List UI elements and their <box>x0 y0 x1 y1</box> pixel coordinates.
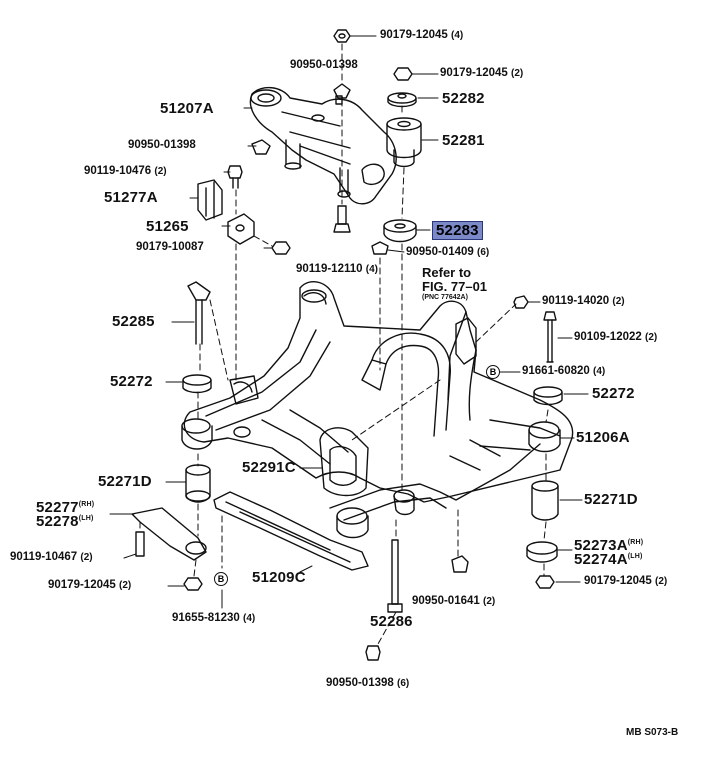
bushing-52271D-left-icon <box>185 464 211 503</box>
nut-90950-01641-icon <box>451 555 469 573</box>
stopper-52285-icon <box>187 281 211 345</box>
label-52277: 52277(RH) <box>36 499 95 516</box>
marker-b-lower-icon: B <box>214 572 228 586</box>
label-90179-12045-bottom-right: 90179-12045 (2) <box>584 575 668 587</box>
label-90119-10476: 90119-10476 (2) <box>84 165 167 177</box>
label-90119-12110: 90119-12110 (4) <box>296 263 378 275</box>
label-51265: 51265 <box>146 218 189 235</box>
refer-line3: (PNC 77642A) <box>422 294 468 301</box>
label-52282: 52282 <box>442 90 485 107</box>
brace-52277-icon <box>131 507 207 561</box>
nut-90950-01409-icon <box>371 241 389 255</box>
label-52278: 52278(LH) <box>36 513 94 530</box>
label-51206A: 51206A <box>576 429 630 446</box>
label-90119-14020: 90119-14020 (2) <box>542 295 625 307</box>
label-51209C: 51209C <box>252 569 306 586</box>
nut-90950-01398-b-icon <box>365 645 381 661</box>
label-90950-01398-top: 90950-01398 <box>290 59 358 71</box>
label-52285: 52285 <box>112 313 155 330</box>
plate-52291C-icon <box>319 427 369 497</box>
label-52272-right: 52272 <box>592 385 635 402</box>
bolt-90109-12022-icon <box>543 311 557 363</box>
bushing-52281-icon <box>386 117 422 168</box>
nut-90179-12045-bl-icon <box>183 577 203 591</box>
bracket-77642A-icon <box>455 317 477 365</box>
label-52272-left: 52272 <box>110 373 153 390</box>
label-52291C: 52291C <box>242 459 296 476</box>
label-52273A: 52273A(RH) <box>574 537 644 554</box>
refer-line2: FIG. 77–01 <box>422 279 488 294</box>
stopper-52283-icon <box>383 219 417 243</box>
bolt-90119-10467-icon <box>135 531 145 557</box>
label-90950-01409: 90950-01409 (6) <box>406 246 490 258</box>
main-crossmember-frame <box>181 280 574 539</box>
nut-right-icon <box>393 67 413 81</box>
label-52281: 52281 <box>442 132 485 149</box>
label-51277A: 51277A <box>104 189 158 206</box>
bolt-90119-14020-icon <box>513 295 529 309</box>
washer-top-icon <box>333 83 351 99</box>
washer-52272-left-icon <box>182 374 212 394</box>
stopper-52282-icon <box>387 92 417 108</box>
brace-51209C-icon <box>213 491 369 571</box>
stopper-52273A-icon <box>526 541 558 563</box>
refer-note: Refer to FIG. 77–01 (PNC 77642A) <box>422 266 487 301</box>
refer-line1: Refer to <box>422 265 472 280</box>
label-90179-10087: 90179-10087 <box>136 241 204 253</box>
label-51207A: 51207A <box>160 100 214 117</box>
bracket-51277A-icon <box>197 179 223 221</box>
bolt-90119-10476-icon <box>227 165 243 189</box>
nut-90179-12045-br-icon <box>535 575 555 589</box>
label-90179-12045-right: 90179-12045 (2) <box>440 67 524 79</box>
upper-crossmember-51207A <box>249 87 397 205</box>
label-90950-01398-left: 90950-01398 <box>128 139 196 151</box>
label-90950-01641: 90950-01641 (2) <box>412 595 496 607</box>
label-90179-12045-top: 90179-12045 (4) <box>380 29 464 41</box>
washer-52272-right-icon <box>533 386 563 406</box>
label-52286: 52286 <box>370 613 413 630</box>
figure-code: MB S073-B <box>626 727 679 738</box>
label-52271D-left: 52271D <box>98 473 152 490</box>
label-91655-81230: 91655-81230 (4) <box>172 612 256 624</box>
label-52271D-right: 52271D <box>584 491 638 508</box>
nut-top-icon <box>333 29 351 43</box>
label-90119-10467: 90119-10467 (2) <box>10 551 93 563</box>
washer-left-icon <box>251 139 271 155</box>
bushing-52271D-right-icon <box>531 480 559 521</box>
label-52283-highlighted[interactable]: 52283 <box>432 221 483 240</box>
label-90109-12022: 90109-12022 (2) <box>574 331 658 343</box>
bracket-51265-icon <box>227 213 255 245</box>
label-52274A: 52274A(LH) <box>574 551 643 568</box>
bolt-52286-icon <box>387 539 403 613</box>
marker-b-icon: B <box>486 365 500 379</box>
label-91661-60820: 91661-60820 (4) <box>522 365 606 377</box>
nut-90179-10087-icon <box>271 241 291 255</box>
bolt-90119-12110-icon <box>333 205 351 233</box>
label-90950-01398-bottom: 90950-01398 (6) <box>326 677 410 689</box>
label-90179-12045-bottom-left: 90179-12045 (2) <box>48 579 132 591</box>
